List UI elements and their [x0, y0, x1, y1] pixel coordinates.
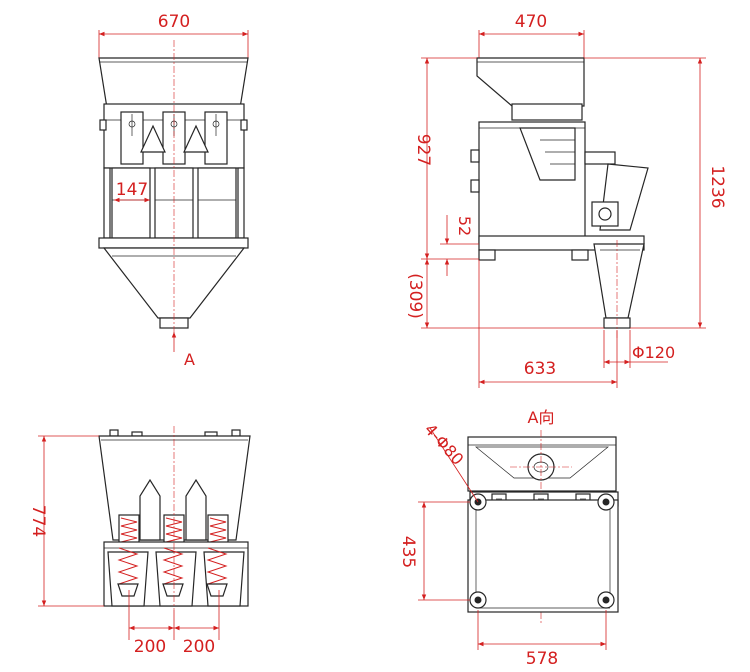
- side-chute-height-dim: (309): [405, 273, 425, 319]
- side-view: 470 927 52: [405, 12, 727, 388]
- top-view: A向: [398, 408, 619, 669]
- back-height-dim: 774: [28, 505, 48, 537]
- back-spacing-left-dim: 200: [134, 637, 166, 657]
- side-frame-height-dim: 927: [413, 134, 433, 166]
- top-view-label: A向: [528, 408, 555, 427]
- side-base-depth-dim: 633: [524, 359, 556, 379]
- foot-hole-bottom-right: [597, 591, 615, 609]
- side-total-height-dim: 1236: [707, 165, 727, 208]
- front-view-marker: A: [184, 350, 195, 369]
- foot-hole-bottom-left: [469, 591, 487, 609]
- feed-chute-3: [204, 111, 228, 165]
- front-hopper-width-dim: 147: [116, 180, 148, 200]
- side-outlet-diameter-dim: Φ120: [632, 343, 675, 362]
- top-foot-spacing-horizontal-dim: 578: [526, 649, 558, 669]
- side-foot-height-dim: 52: [455, 216, 474, 236]
- back-view: 774 200 200: [28, 426, 251, 657]
- back-spacing-right-dim: 200: [183, 637, 215, 657]
- feed-chute-1: [120, 111, 144, 165]
- side-top-width-dim: 470: [515, 12, 547, 32]
- front-view: 670: [98, 12, 249, 369]
- foot-hole-top-right: [597, 493, 615, 511]
- top-foot-spacing-vertical-dim: 435: [398, 536, 418, 568]
- front-width-dim: 670: [158, 12, 190, 32]
- top-hole-callout: 4-Φ80: [421, 420, 468, 469]
